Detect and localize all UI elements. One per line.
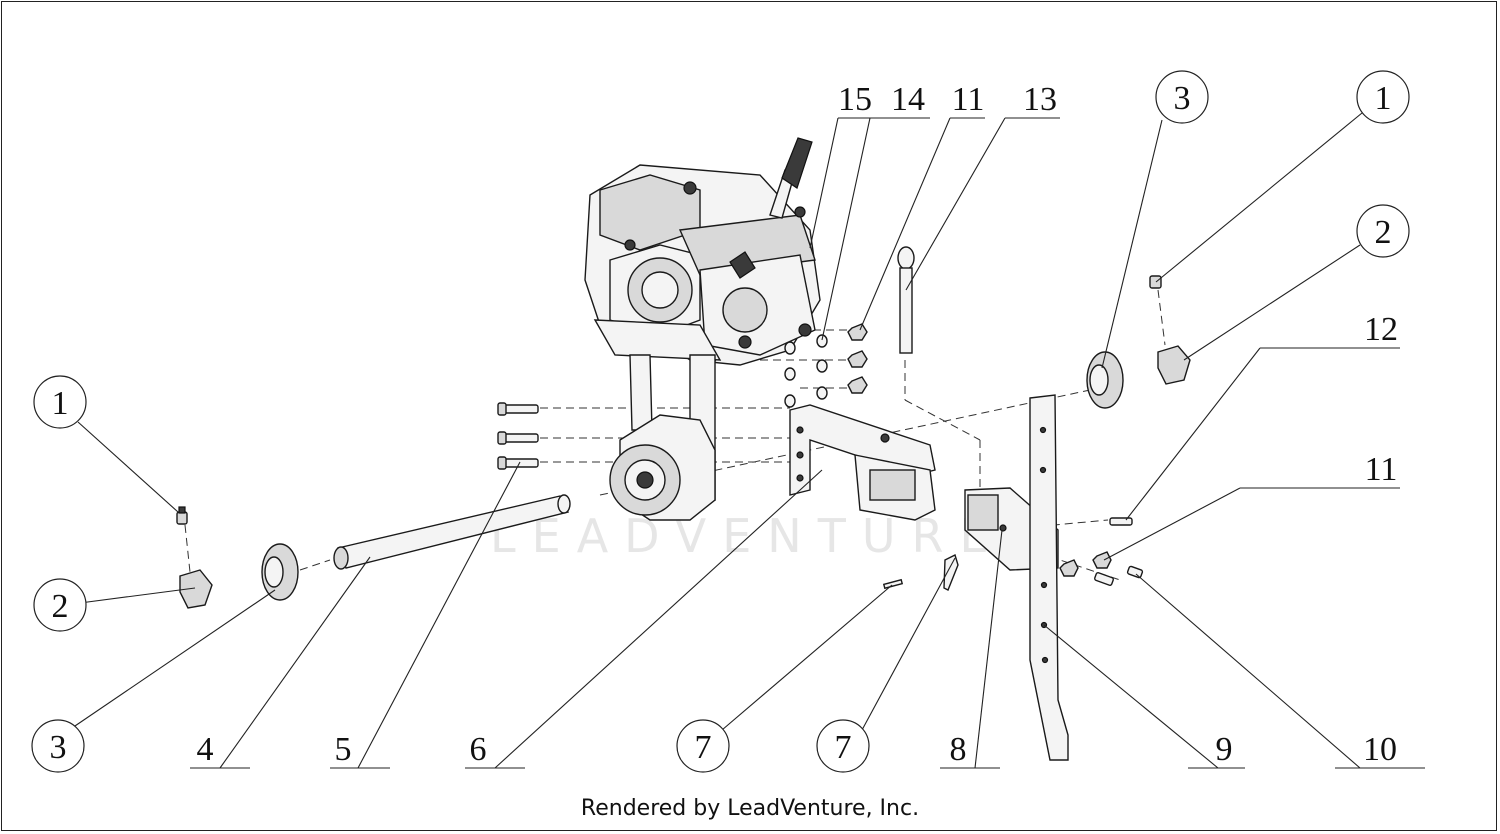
axle-shaft bbox=[333, 494, 571, 570]
callout-label: 2 bbox=[1375, 214, 1392, 251]
right-seal-collar-screw bbox=[1086, 275, 1191, 409]
callout-2-right: 2 bbox=[1356, 204, 1410, 258]
callout-1-left: 1 bbox=[33, 375, 87, 429]
callout-label: 3 bbox=[50, 729, 67, 766]
gearbox-assembly bbox=[584, 137, 821, 521]
clamp-and-depth-bar bbox=[964, 394, 1069, 761]
callout-5: 5 bbox=[335, 731, 352, 768]
callout-8: 8 bbox=[950, 731, 967, 768]
callout-3-left: 3 bbox=[31, 719, 85, 773]
hitch-pin bbox=[897, 246, 915, 354]
callout-label: 7 bbox=[835, 729, 852, 766]
callout-label: 7 bbox=[695, 729, 712, 766]
callout-6: 6 bbox=[470, 731, 487, 768]
callout-4: 4 bbox=[197, 731, 214, 768]
callout-3-right: 3 bbox=[1155, 70, 1209, 124]
callout-7-a: 7 bbox=[676, 719, 730, 773]
callout-9: 9 bbox=[1216, 731, 1233, 768]
callout-2-left: 2 bbox=[33, 578, 87, 632]
callout-12: 12 bbox=[1364, 311, 1398, 348]
watermark: LEADVENTURE bbox=[490, 509, 1005, 563]
callout-label: 3 bbox=[1174, 80, 1191, 117]
callout-label: 1 bbox=[52, 385, 69, 422]
footer-credit: Rendered by LeadVenture, Inc. bbox=[580, 796, 920, 821]
callout-13: 13 bbox=[1023, 81, 1057, 118]
callout-11-right: 11 bbox=[1365, 451, 1398, 488]
callout-7-b: 7 bbox=[816, 719, 870, 773]
left-seal-collar-screw bbox=[176, 506, 299, 609]
mounting-bolts bbox=[497, 402, 539, 470]
mounting-bracket bbox=[789, 404, 936, 521]
callout-label: 1 bbox=[1375, 80, 1392, 117]
callout-14: 14 bbox=[891, 81, 925, 118]
callout-label: 2 bbox=[52, 588, 69, 625]
callout-1-right: 1 bbox=[1356, 70, 1410, 124]
callout-11-top: 11 bbox=[952, 81, 985, 118]
callout-10: 10 bbox=[1363, 731, 1397, 768]
small-hardware bbox=[882, 517, 1144, 591]
leader-lines bbox=[71, 112, 1425, 769]
callout-15: 15 bbox=[838, 81, 872, 118]
washers-and-nuts-stack bbox=[784, 323, 868, 408]
